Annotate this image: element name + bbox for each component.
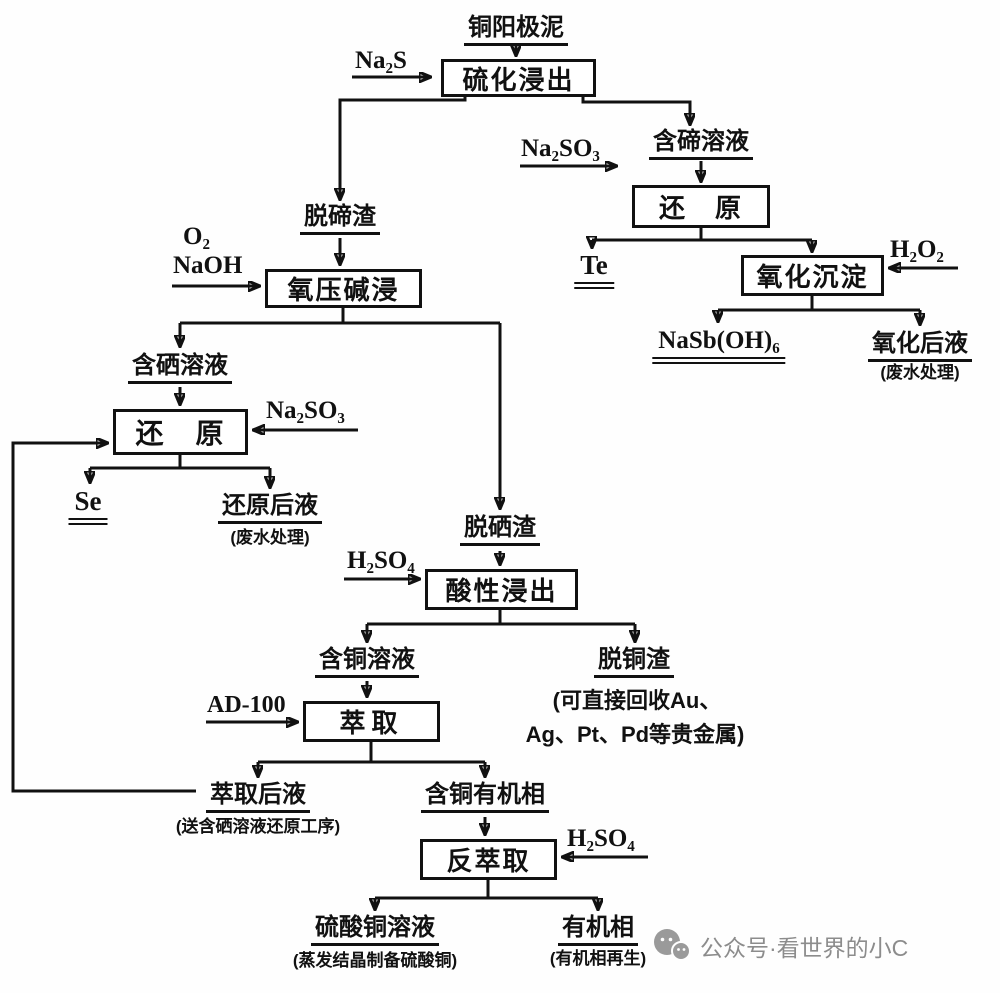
line-acid-split <box>367 610 635 626</box>
product-se: Se <box>68 486 108 526</box>
process-box-acid-leaching: 酸性浸出 <box>425 569 578 610</box>
note-de-cu-residue-line1: (可直接回收Au、 <box>552 688 722 713</box>
node-oxidized-liquid: 氧化后液 <box>868 330 972 362</box>
node-organic-phase: 有机相 <box>558 914 638 946</box>
arrow-raffinate-recycle <box>11 443 196 793</box>
node-cu-organic-phase: 含铜有机相 <box>421 781 549 813</box>
arrow-sulfide-to-de-te-residue <box>340 96 467 199</box>
node-de-se-residue: 脱硒渣 <box>460 514 540 546</box>
line-reduction-left-split <box>90 455 270 470</box>
node-te-solution: 含碲溶液 <box>649 128 753 160</box>
reagent-na2so3-top: Na₂SO₃ <box>521 135 600 162</box>
line-extraction-split <box>258 742 485 764</box>
line-reduction-top-stem <box>592 228 812 242</box>
node-cuso4-solution: 硫酸铜溶液 <box>311 914 439 946</box>
reagent-na2s: Na₂S <box>355 47 407 74</box>
watermark-logo-icon <box>654 929 691 961</box>
process-label-reduction-top: 还 原 <box>658 193 743 223</box>
node-de-te-residue: 脱碲渣 <box>300 203 380 235</box>
arrow-sulfide-to-te-solution <box>581 96 690 124</box>
note-oxidized-liquid: (废水处理) <box>880 363 960 382</box>
process-box-back-extraction: 反萃取 <box>420 839 557 880</box>
reagent-h2o2: H₂O₂ <box>890 236 944 263</box>
process-box-reduction-top: 还 原 <box>632 185 770 228</box>
reagent-ad100: AD-100 <box>207 692 286 718</box>
reagent-na2so3-left: Na₂SO₃ <box>266 397 345 424</box>
process-label-reduction-left: 还 原 <box>135 418 226 449</box>
node-reduced-liquid: 还原后液 <box>218 492 322 524</box>
line-oxidation-split <box>718 296 920 312</box>
process-box-oxidation-precipitation: 氧化沉淀 <box>741 255 884 296</box>
node-se-solution: 含硒溶液 <box>128 352 232 384</box>
line-alkaline-split <box>180 308 500 325</box>
note-raffinate: (送含硒溶液还原工序) <box>175 817 341 836</box>
process-box-reduction-left: 还 原 <box>113 409 248 455</box>
node-de-cu-residue: 脱铜渣 <box>594 646 674 678</box>
process-label-sulfide-leaching: 硫化浸出 <box>462 64 575 95</box>
reagent-h2so4-strip: H₂SO₄ <box>567 825 635 852</box>
watermark-text: 公众号·看世界的小C <box>700 935 909 961</box>
process-label-extraction: 萃取 <box>339 708 404 738</box>
process-box-extraction: 萃取 <box>303 701 440 742</box>
process-box-oxygen-alkaline-leaching: 氧压碱浸 <box>265 269 422 308</box>
process-label-oxidation-precipitation: 氧化沉淀 <box>756 262 869 292</box>
process-label-back-extraction: 反萃取 <box>446 846 531 876</box>
note-de-cu-residue-line2: Ag、Pt、Pd等贵金属) <box>525 722 745 747</box>
process-label-acid-leaching: 酸性浸出 <box>445 576 558 606</box>
watermark: 公众号·看世界的小C <box>652 926 908 966</box>
note-reduced-liquid: (废水处理) <box>230 528 310 547</box>
product-sodium-antimonate: NaSb(OH)₆ <box>652 327 786 364</box>
reagent-o2: O₂ <box>183 223 210 250</box>
reagent-naoh: NaOH <box>173 252 243 279</box>
note-cuso4-solution: (蒸发结晶制备硫酸铜) <box>292 951 458 970</box>
product-te: Te <box>574 250 614 290</box>
node-raffinate: 萃取后液 <box>206 781 310 813</box>
note-organic-phase: (有机相再生) <box>549 949 647 968</box>
node-cu-solution: 含铜溶液 <box>315 646 419 678</box>
process-box-sulfide-leaching: 硫化浸出 <box>441 59 596 97</box>
node-copper-anode-slime: 铜阳极泥 <box>464 14 568 46</box>
line-back-extraction-split <box>375 880 598 900</box>
process-label-oxygen-alkaline-leaching: 氧压碱浸 <box>287 275 400 305</box>
reagent-h2so4: H₂SO₄ <box>347 547 415 574</box>
